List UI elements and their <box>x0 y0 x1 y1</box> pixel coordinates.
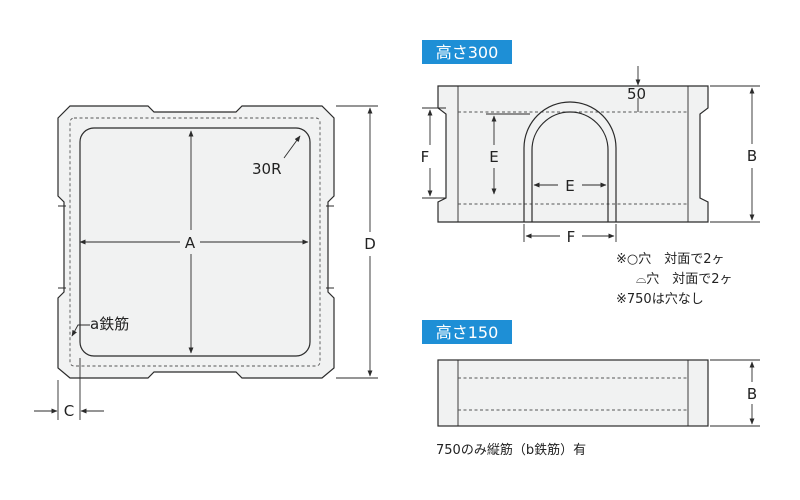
dim-50-label: 50 <box>627 85 646 103</box>
badge-300-label: 高さ300 <box>436 43 499 62</box>
note-arch-hole: ⌓穴 対面で2ヶ <box>636 272 733 287</box>
badge-150-bg <box>422 320 512 344</box>
dim-b300-label: B <box>747 147 757 165</box>
note-750-vertical-rebar: 750のみ縦筋（b鉄筋）有 <box>436 442 586 458</box>
plan-rebar-dashed <box>69 117 321 367</box>
front300-arch-hole-inner <box>531 111 609 222</box>
plan-right-groove <box>326 205 334 289</box>
radius-label: 30R <box>252 160 282 178</box>
badge-300-bg <box>422 40 512 64</box>
badge-150-label: 高さ150 <box>436 323 499 342</box>
rebar-leader <box>71 324 90 337</box>
note-round-hole: ※○穴 対面で2ヶ <box>616 252 725 267</box>
plan-left-groove <box>58 205 66 289</box>
front300-outline <box>437 85 709 223</box>
dim-e-left-label: E <box>489 148 498 166</box>
dim-f-bottom-label: F <box>567 228 576 246</box>
note-750-no-hole: ※750は穴なし <box>616 292 704 307</box>
dim-d-label: D <box>364 235 376 253</box>
front150-outline <box>437 359 709 427</box>
front300-arch-hole-outer <box>523 101 617 222</box>
dim-c-label: C <box>64 402 74 420</box>
dim-e-inner-label: E <box>565 177 574 195</box>
plan-view: A 30R a鉄筋 D C <box>34 105 378 420</box>
front-view-150: 高さ150 B 750のみ縦筋（b鉄筋）有 <box>422 320 760 458</box>
radius-leader <box>283 135 301 159</box>
dim-a-label: A <box>185 234 196 252</box>
rebar-label: a鉄筋 <box>90 315 129 333</box>
dim-f-left-label: F <box>421 148 430 166</box>
dim-b150-label: B <box>747 385 757 403</box>
front-view-300: 高さ300 50 F E E <box>421 40 760 307</box>
